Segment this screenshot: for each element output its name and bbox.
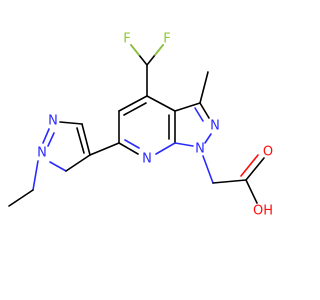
nitrogen-atom-n2: N <box>210 119 220 134</box>
bond-n2-n1 <box>204 133 212 144</box>
fluorine-label-1: F <box>123 32 130 47</box>
nitrogen-atom-sub-n1: N <box>37 146 47 161</box>
oxygen-label-carbonyl: O <box>263 145 273 160</box>
bond-cf2-f2-colored <box>154 44 164 56</box>
nitrogen-label-sub-n2: N <box>48 114 58 129</box>
fluorine-label-2: F <box>163 32 170 47</box>
bond-n7-c7a <box>155 142 176 155</box>
hydroxyl-group: OH <box>253 204 273 219</box>
nitrogen-atom-n1: N <box>195 142 205 157</box>
bond-cf2-f1-colored <box>130 44 140 56</box>
bond-n1-ch2 <box>202 155 214 184</box>
bond-c3-n2 <box>199 102 210 119</box>
bond-c6-n7-double <box>124 139 140 149</box>
nitrogen-label-n1: N <box>195 142 205 157</box>
bond-c6-n7 <box>118 142 139 155</box>
fluorine-atom-2: F <box>163 32 170 47</box>
bond-c4-c5-double <box>123 102 147 116</box>
bond-c4p-c3p <box>81 123 91 156</box>
bond-c6-c4p <box>89 142 120 156</box>
bond-c4p-c3p-double <box>76 127 85 154</box>
bond-n1p-c5p <box>49 161 67 172</box>
bond-ethyl-ch3 <box>8 189 34 207</box>
bond-n2p-n1p <box>42 128 50 144</box>
bond-n2p-n1p-double <box>47 132 55 147</box>
bond-c5p-c4p <box>65 154 91 172</box>
nitrogen-atom-sub-n2: N <box>48 114 58 129</box>
nitrogen-label-sub-n1: N <box>37 146 47 161</box>
bond-n1-c7a <box>174 142 194 147</box>
hydroxyl-label: OH <box>253 204 273 219</box>
bond-c-oh <box>245 179 258 204</box>
nitrogen-label-n2: N <box>210 119 220 134</box>
bond-c4-c3a <box>146 95 176 112</box>
bond-c4-c5 <box>118 95 148 112</box>
bond-ch2-cooh <box>212 179 247 184</box>
bond-c3a-c3 <box>174 102 201 112</box>
molecule-canvas: F F N N N N N O OH <box>8 32 273 219</box>
nitrogen-label-pyridine: N <box>142 152 152 167</box>
bond-c3-methyl <box>199 71 209 104</box>
nitrogen-atom-pyridine: N <box>142 152 152 167</box>
bond-c3p-n2p <box>59 121 83 125</box>
fluorine-atom-1: F <box>123 32 130 47</box>
bond-c3-n2-double <box>194 107 204 122</box>
bond-c-o-double-2 <box>240 154 259 177</box>
molecule-structure: F F N N N N N O OH <box>8 32 273 219</box>
bond-n1p-ch2 <box>32 160 39 191</box>
bond-c-o-double <box>245 157 265 181</box>
oxygen-atom-carbonyl: O <box>263 145 273 160</box>
